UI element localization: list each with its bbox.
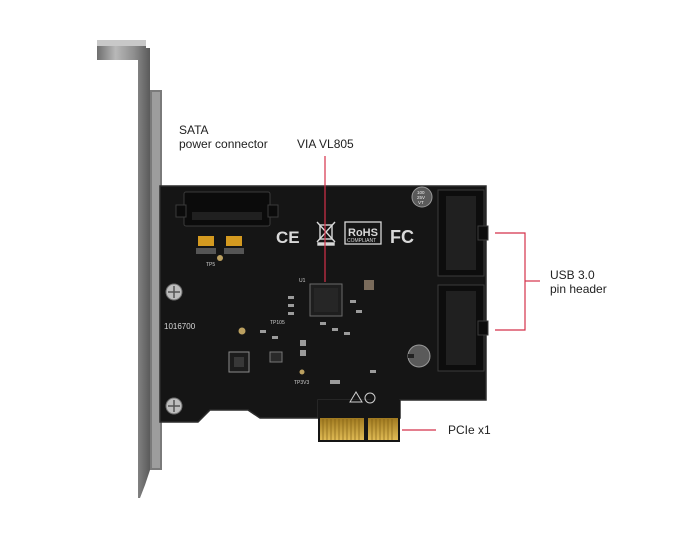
tp3v3-pad	[299, 369, 305, 375]
svg-text:25V: 25V	[417, 195, 425, 200]
inductor	[228, 351, 250, 373]
pcie-edge-connector	[318, 400, 400, 442]
metal-bracket	[97, 40, 162, 498]
tp3v3-label: TP3V3	[294, 380, 310, 386]
esd-warning-icon	[349, 391, 363, 403]
rohs-text: RoHS	[348, 227, 378, 239]
sata-callout-line2: power connector	[179, 137, 268, 151]
sata-callout-line1: SATA	[179, 123, 209, 137]
usb-callout: USB 3.0 pin header	[550, 268, 607, 296]
usb-callout-bracket	[495, 232, 526, 331]
mounting-hole	[238, 327, 246, 335]
tp5-label: TP5	[206, 262, 215, 268]
tp105-label: TP105	[270, 320, 285, 326]
usb-callout-line2: pin header	[550, 282, 607, 296]
sata-power-connector	[175, 191, 279, 227]
fcc-mark: FC	[390, 227, 414, 247]
usb3-header-bottom	[437, 284, 489, 372]
fuses	[196, 236, 244, 254]
ce-mark: CE	[276, 228, 300, 247]
electrolytic-capacitor-bottom	[407, 344, 431, 368]
via-vl805-chip	[309, 283, 343, 317]
weee-bin-icon	[316, 221, 336, 246]
usb-callout-line1: USB 3.0	[550, 268, 595, 282]
pcie-callout: PCIe x1	[448, 423, 491, 437]
mounting-screw-top	[165, 283, 183, 301]
u1-label: U1	[299, 278, 306, 284]
usb3-header-top	[437, 189, 489, 277]
tp5-pad	[217, 255, 223, 261]
rohs-sub-text: COMPLIANT	[347, 238, 376, 244]
electrolytic-capacitor-top: 100 25V VT	[411, 186, 433, 208]
svg-text:100: 100	[417, 190, 425, 195]
mounting-screw-bottom	[165, 397, 183, 415]
rohs-badge	[344, 221, 382, 245]
svg-text:VT: VT	[418, 200, 424, 205]
smd-components	[260, 280, 376, 384]
pcie-callout-line1: PCIe x1	[448, 423, 491, 437]
chip-callout-line1: VIA VL805	[297, 137, 354, 151]
chip-callout: VIA VL805	[297, 137, 354, 151]
board-serial: 1016700	[164, 322, 196, 331]
recycle-icon	[364, 392, 376, 404]
sata-callout: SATA power connector	[179, 123, 268, 151]
callout-lines	[324, 156, 540, 431]
